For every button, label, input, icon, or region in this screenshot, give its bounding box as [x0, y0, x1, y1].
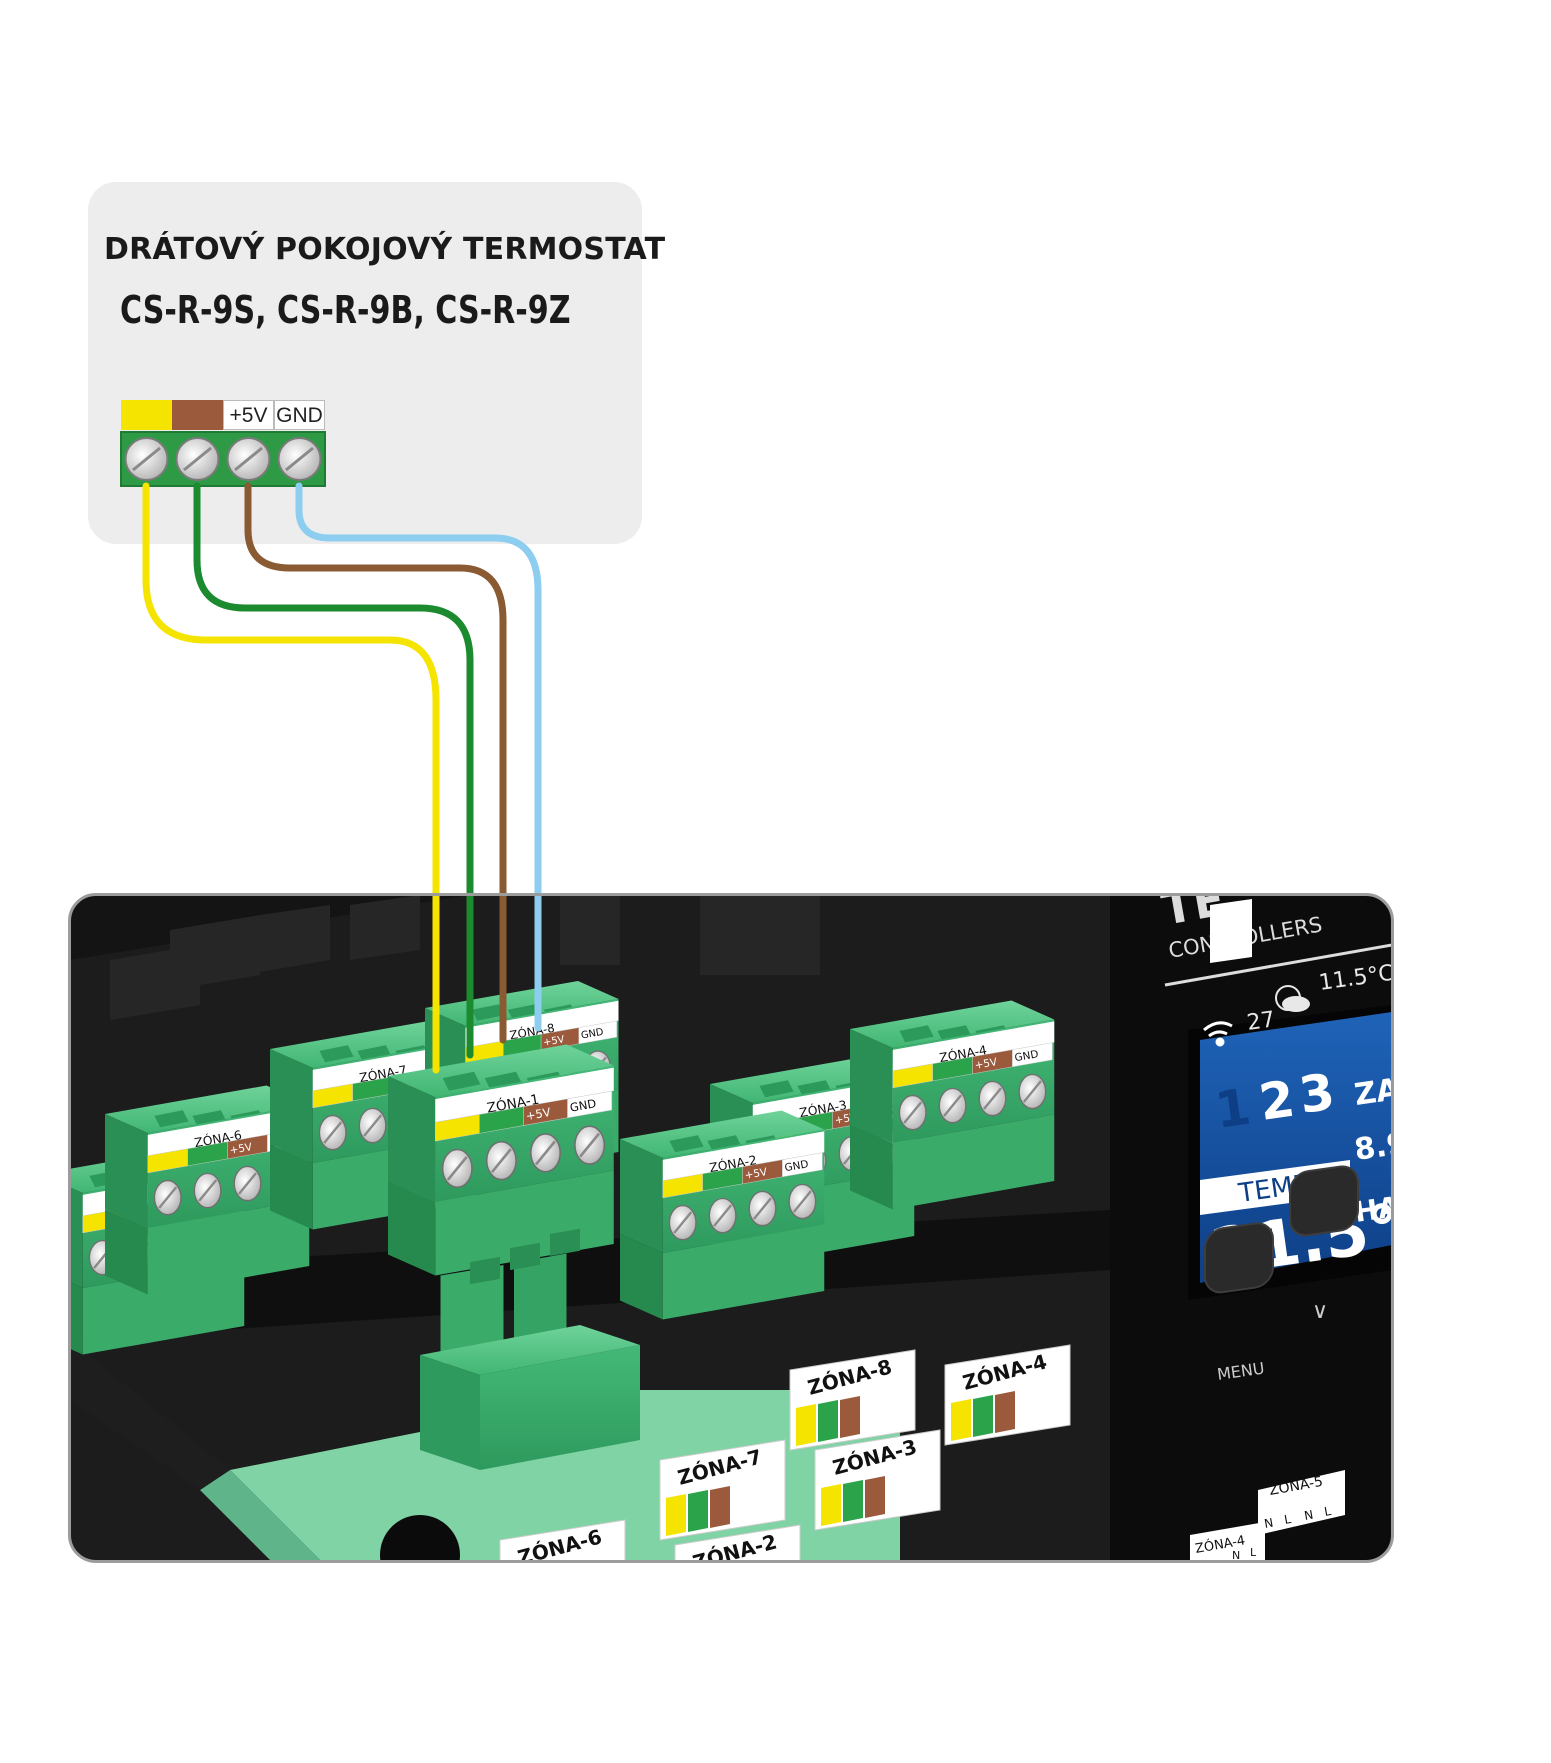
connector-pin-5v: +5V: [525, 1105, 552, 1123]
svg-text:L: L: [1323, 1504, 1332, 1519]
housing-ridges: [110, 895, 820, 1020]
controller-photo-frame: [68, 893, 1394, 1563]
svg-text:N: N: [1303, 1508, 1314, 1523]
connector-screw: [358, 1107, 387, 1144]
zone-number-3: 3: [1296, 1063, 1339, 1125]
wire-yellow: [142, 482, 440, 1074]
connector-pin-color: [578, 1020, 617, 1045]
signal-value: 27: [1245, 1007, 1276, 1036]
connector-screw: [193, 1172, 222, 1209]
thermostat-title: DRÁTOVÝ POKOJOVÝ TERMOSTAT: [104, 232, 666, 267]
connector-pin-color: [782, 1152, 823, 1178]
controller-illustration: TE CONTROLLERS 11.5°C 27 1 2 3: [70, 895, 1410, 1562]
connector-slot: [899, 1025, 934, 1043]
connector-pin-color: [567, 1090, 612, 1119]
weather-icon: [1275, 985, 1310, 1012]
wire-brown: [244, 482, 507, 1044]
connector-slot: [319, 1045, 354, 1063]
wifi-icon: [1203, 1021, 1233, 1047]
wire-green: [193, 482, 474, 1059]
down-button[interactable]: [1289, 1164, 1359, 1238]
connector-pin-5v: +5V: [744, 1166, 769, 1182]
menu-button[interactable]: [1204, 1221, 1274, 1295]
connector-slot: [669, 1135, 704, 1153]
terminal-screw-1: [124, 437, 169, 481]
connector-screw: [708, 1197, 737, 1234]
connector-screw: [318, 1114, 347, 1151]
connector-slot: [471, 1004, 505, 1021]
svg-text:1: 1: [1212, 1078, 1255, 1140]
right-partial-mid: 8.9: [1352, 1126, 1410, 1168]
connector-screw: [668, 1204, 697, 1241]
right-partial-top: ZA: [1352, 1072, 1402, 1113]
svg-text:L: L: [1283, 1512, 1292, 1527]
connector-screw: [485, 1140, 517, 1181]
terminal-screw-4: [277, 437, 322, 481]
svg-text:N: N: [1263, 1516, 1274, 1531]
connector-pin-color: [1012, 1042, 1053, 1068]
connector-pin-5v: +5V: [229, 1141, 254, 1157]
zone-number-2: 2: [1256, 1070, 1299, 1132]
connector-slot: [442, 1071, 481, 1091]
svg-text:N: N: [1232, 1549, 1240, 1562]
down-arrow-label: ∨: [1312, 1299, 1328, 1324]
terminal-label-gnd: GND: [274, 400, 325, 430]
connector-screw: [938, 1087, 967, 1124]
connector-screw: [153, 1179, 182, 1216]
terminal-label-5v: +5V: [223, 400, 274, 430]
zone-box-1: 1: [1210, 899, 1254, 1140]
connector-pin-5v: +5V: [542, 1034, 565, 1049]
connector-screw: [574, 1125, 606, 1165]
connector-screw: [441, 1148, 473, 1189]
empty-socket: [420, 1228, 640, 1470]
connector-pin-5v: +5V: [974, 1056, 999, 1072]
wires: [142, 482, 542, 1074]
connector-screw: [530, 1133, 561, 1173]
plug-leg: [514, 1253, 567, 1339]
connector-screw: [978, 1080, 1007, 1117]
connector-slot: [759, 1080, 794, 1098]
connector-screw: [1018, 1073, 1047, 1110]
connector-slot: [154, 1110, 189, 1128]
svg-text:L: L: [1250, 1546, 1257, 1559]
terminal-screw-3: [226, 437, 271, 481]
base-label-z-na-8: ZÓNA-8: [789, 1349, 916, 1451]
connector-pin-gnd: GND: [784, 1158, 810, 1174]
terminal-screw-2: [175, 437, 220, 481]
connector-screw: [788, 1183, 817, 1220]
plug-leg: [440, 1265, 504, 1365]
connector-screw: [233, 1165, 262, 1202]
wire-light-blue: [295, 482, 542, 1032]
connector-pin-gnd: GND: [1014, 1048, 1040, 1064]
thermostat-terminal-block: [120, 431, 326, 487]
connector-pin-gnd: GND: [569, 1096, 598, 1114]
thermostat-models: CS-R-9S, CS-R-9B, CS-R-9Z: [120, 288, 571, 332]
connector-screw: [898, 1094, 927, 1131]
terminal-color-yellow: [121, 400, 172, 430]
connector-pin-gnd: GND: [580, 1027, 605, 1042]
terminal-color-brown: [172, 400, 223, 430]
power-label-zone4: ZÓNA-4 N L: [1190, 1522, 1265, 1562]
connector-screw: [748, 1190, 777, 1227]
